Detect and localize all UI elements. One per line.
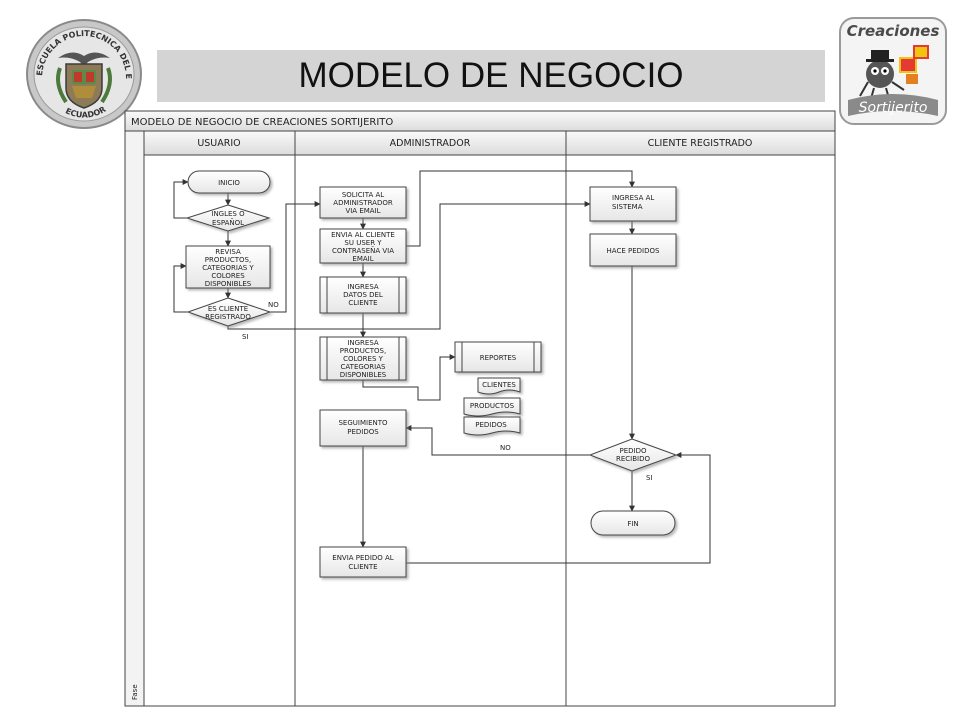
node-revisa-productos <box>185 245 271 289</box>
node-envia-user-label-3: CONTRASEÑA VIA <box>332 246 394 255</box>
edge-label-si-pedido: SI <box>646 474 653 482</box>
node-fin <box>590 510 676 536</box>
doc-pedidos-label: PEDIDOS <box>475 421 507 429</box>
node-envia-user-label-4: EMAIL <box>352 255 373 263</box>
node-ingresa-datos <box>319 276 407 314</box>
node-seguimiento-label-2: PEDIDOS <box>347 428 379 436</box>
node-envia-user-label-1: ENVIA AL CLIENTE <box>331 231 395 239</box>
lane-label-usuario: USUARIO <box>197 138 240 149</box>
node-es-cliente-label-2: REGISTRADO <box>205 313 251 321</box>
page-title: MODELO DE NEGOCIO <box>298 56 684 95</box>
node-revisa-label-2: PRODUCTOS, <box>205 256 251 264</box>
phase-label: Fase <box>131 684 139 700</box>
node-seguimiento-label-1: SEGUIMIENTO <box>338 419 388 427</box>
node-revisa-label-1: REVISA <box>215 248 241 256</box>
doc-productos-label: PRODUCTOS <box>470 402 515 410</box>
node-reportes-label: REPORTES <box>480 354 517 362</box>
diagram-header: MODELO DE NEGOCIO DE CREACIONES SORTIJER… <box>131 117 393 128</box>
doc-clientes-label: CLIENTES <box>482 381 516 389</box>
node-ingresa-productos-label-5: DISPONIBLES <box>340 371 387 379</box>
node-ingresa-sistema <box>589 186 677 222</box>
node-pedido-recibido <box>588 438 678 472</box>
node-solicita-label-1: SOLICITA AL <box>342 191 384 199</box>
node-hace-pedidos-label: HACE PEDIDOS <box>607 247 660 255</box>
edge-label-no-cliente: NO <box>268 301 279 309</box>
edge-label-no-pedido: NO <box>500 444 511 452</box>
node-inicio <box>187 170 271 194</box>
node-es-cliente-label-1: ES CLIENTE <box>208 305 248 313</box>
node-ingresa-datos-label-3: CLIENTE <box>348 299 377 307</box>
node-envia-pedido-label-2: CLIENTE <box>348 563 377 571</box>
node-seguimiento <box>319 409 407 447</box>
node-ingresa-datos-label-1: INGRESA <box>347 283 379 291</box>
node-ingles-label-1: INGLES O <box>211 210 245 218</box>
node-inicio-label: INICIO <box>218 179 240 187</box>
node-ingresa-sistema-label-2: SISTEMA <box>612 203 643 211</box>
node-hace-pedidos <box>589 233 677 267</box>
node-solicita-admin <box>319 186 407 219</box>
espe-seal-logo: ESCUELA POLITECNICA DEL EJERCITO ECUADOR <box>24 18 142 129</box>
node-ingresa-productos-label-4: CATEGORIAS <box>341 363 386 371</box>
lane-label-administrador: ADMINISTRADOR <box>390 138 471 149</box>
node-ingresa-productos-label-2: PRODUCTOS, <box>340 347 386 355</box>
node-envia-user-label-2: SU USER Y <box>344 239 382 247</box>
node-ingresa-datos-label-2: DATOS DEL <box>343 291 383 299</box>
phase-column <box>124 130 145 707</box>
sortijerito-logo: Creaciones Sortijerito <box>839 17 947 125</box>
doc-clientes <box>477 377 521 395</box>
node-envia-user <box>319 228 407 264</box>
node-ingresa-productos <box>319 336 407 381</box>
doc-productos <box>463 397 521 417</box>
node-ingresa-productos-label-3: COLORES Y <box>343 355 384 363</box>
node-reportes <box>454 341 542 373</box>
doc-pedidos <box>463 416 521 436</box>
node-pedido-recibido-label-1: PEDIDO <box>620 447 647 455</box>
logo-bottom-text: Sortijerito <box>859 100 928 116</box>
node-solicita-label-2: ADMINISTRADOR <box>333 199 393 207</box>
node-ingresa-productos-label-1: INGRESA <box>347 339 379 347</box>
node-ingles-espanol <box>185 204 271 232</box>
lane-header-cliente <box>565 130 836 156</box>
node-solicita-label-3: VIA EMAIL <box>345 207 380 215</box>
logo-top-text: Creaciones <box>847 22 940 40</box>
node-revisa-label-5: DISPONIBLES <box>205 280 252 288</box>
node-ingresa-sistema-label-1: INGRESA AL <box>612 194 654 202</box>
node-envia-pedido <box>319 546 407 578</box>
node-pedido-recibido-label-2: RECIBIDO <box>616 455 650 463</box>
node-ingles-label-2: ESPAÑOL <box>212 218 244 227</box>
edge-label-si-cliente: SI <box>242 333 249 341</box>
lane-label-cliente: CLIENTE REGISTRADO <box>648 138 753 149</box>
node-revisa-label-3: CATEGORIAS Y <box>202 264 254 272</box>
title-bar <box>157 50 825 102</box>
node-revisa-label-4: COLORES <box>211 272 245 280</box>
node-fin-label: FIN <box>627 520 638 528</box>
node-es-cliente-registrado <box>186 297 272 327</box>
node-envia-pedido-label-1: ENVIA PEDIDO AL <box>332 554 394 562</box>
lane-header-usuario <box>143 130 296 156</box>
